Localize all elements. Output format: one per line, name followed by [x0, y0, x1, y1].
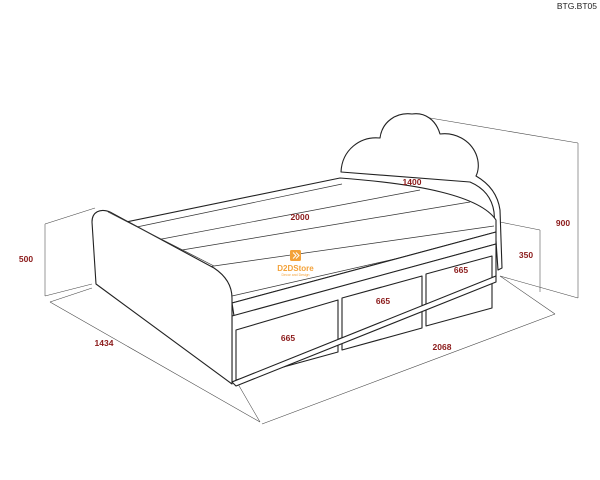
watermark-tagline: Decor and Design	[281, 273, 309, 277]
drawer-left	[235, 299, 339, 381]
footboard	[91, 209, 233, 385]
dim-mattress-length: 2000	[291, 212, 310, 222]
dim-total-width: 1434	[95, 338, 114, 348]
dim-total-height: 900	[556, 218, 570, 228]
dim-headboard-width: 1400	[403, 177, 422, 187]
dim-foot-height: 500	[19, 254, 33, 264]
dim-drawer-right: 665	[454, 265, 468, 275]
dimension-labels: 2000 1400 900 500 350 1434 2068 665 665 …	[19, 177, 570, 352]
watermark-logo: D2DStore Decor and Design	[277, 250, 314, 277]
footboard-edge	[107, 211, 215, 267]
watermark-name: D2DStore	[277, 264, 314, 273]
dim-drawer-middle: 665	[376, 296, 390, 306]
dim-total-length: 2068	[433, 342, 452, 352]
product-code: BTG.BT05	[557, 1, 597, 11]
dim-drawer-left: 665	[281, 333, 295, 343]
chevron-icon	[292, 252, 300, 259]
cloud-headboard	[340, 113, 503, 271]
base-plinth	[231, 275, 497, 387]
dimension-lines	[44, 117, 579, 425]
dim-side-height: 350	[519, 250, 533, 260]
drawer-section	[231, 243, 497, 387]
